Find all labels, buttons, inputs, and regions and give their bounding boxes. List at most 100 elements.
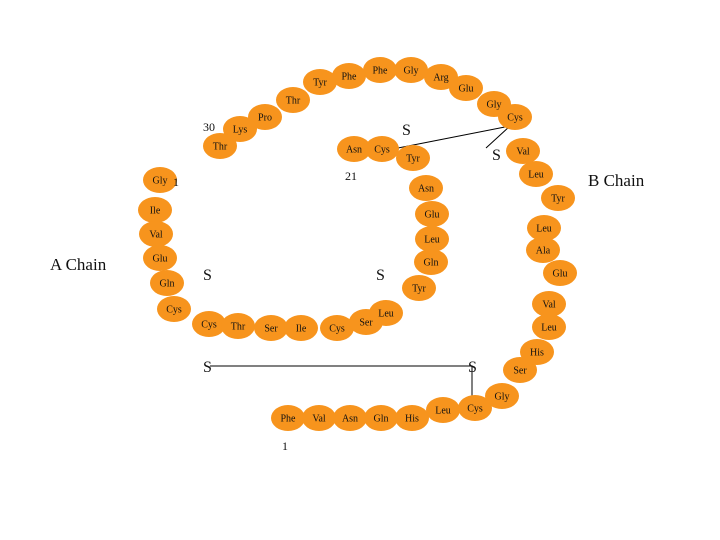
bead-shape: [284, 315, 318, 341]
b-chain-residue-14: Ala: [526, 237, 560, 263]
bead-shape: [409, 175, 443, 201]
bead-shape: [541, 185, 575, 211]
b-chain-residue-23: Gly: [394, 57, 428, 83]
residue-label: Val: [312, 414, 326, 425]
residue-label: Leu: [435, 406, 451, 417]
a-chain-residue-15: Gln: [414, 249, 448, 275]
a-chain-residue-5: Gln: [150, 270, 184, 296]
residue-label: Gln: [160, 279, 175, 290]
bead-shape: [271, 405, 305, 431]
b-chain-residue-9: Ser: [503, 357, 537, 383]
residue-label: Gly: [495, 392, 510, 403]
b-chain-residue-5: His: [395, 405, 429, 431]
bead-shape: [526, 237, 560, 263]
bead-shape: [192, 311, 226, 337]
bead-shape: [402, 275, 436, 301]
bead-shape: [532, 314, 566, 340]
residue-label: Ile: [150, 206, 161, 217]
b-chain-residue-1: Phe: [271, 405, 305, 431]
b-chain-number-1: 1: [282, 439, 288, 453]
residue-label: Leu: [528, 170, 544, 181]
sulfur-b7-link: S: [492, 147, 501, 164]
bead-shape: [320, 315, 354, 341]
bead-shape: [520, 339, 554, 365]
residue-label: Glu: [425, 210, 440, 221]
residue-label: Gln: [374, 414, 389, 425]
sulfur-b19: S: [468, 359, 477, 376]
residue-label: Cys: [507, 113, 523, 124]
sulfur-b7: S: [402, 122, 411, 139]
bead-shape: [248, 104, 282, 130]
b-chain-residue-6: Leu: [426, 397, 460, 423]
residue-number-30: 30: [203, 120, 215, 134]
bead-shape: [221, 313, 255, 339]
b-chain-residue-30: Thr: [203, 133, 237, 159]
residue-label: Glu: [153, 254, 168, 265]
bead-shape: [364, 405, 398, 431]
b-chain-residue-17: Leu: [519, 161, 553, 187]
disulfide-bonds: [210, 125, 512, 408]
residue-label: Cys: [467, 404, 483, 415]
bead-shape: [503, 357, 537, 383]
residue-label: Gly: [153, 176, 168, 187]
residue-label: Leu: [424, 235, 440, 246]
b-chain-residue-29: Lys: [223, 116, 257, 142]
bead-shape: [449, 75, 483, 101]
a-chain-number-1: 1: [173, 175, 179, 189]
a-chain-residue-13: Leu: [369, 300, 403, 326]
bead-shape: [519, 161, 553, 187]
bead-shape: [150, 270, 184, 296]
bead-shape: [527, 215, 561, 241]
bead-shape: [414, 249, 448, 275]
disulfide-bond-a7-b19: [210, 365, 473, 408]
residue-label: Ser: [513, 366, 527, 377]
b-chain-residue-26: Tyr: [303, 69, 337, 95]
residue-label: Phe: [281, 414, 297, 425]
bead-shape: [333, 405, 367, 431]
residue-label: His: [530, 348, 544, 359]
b-chain-residue-18: Val: [506, 138, 540, 164]
residue-label: Val: [516, 147, 530, 158]
bead-shape: [276, 87, 310, 113]
bead-shape: [143, 245, 177, 271]
a-chain-residue-18: Asn: [409, 175, 443, 201]
sulfur-a6: S: [203, 267, 212, 284]
residue-label: Lys: [233, 125, 248, 136]
residue-label: Gly: [487, 100, 502, 111]
residue-label: Tyr: [551, 194, 565, 205]
residue-label: Gly: [404, 66, 419, 77]
b-chain-residue-25: Phe: [332, 63, 366, 89]
bead-shape: [532, 291, 566, 317]
a-chain-residue-8: Thr: [221, 313, 255, 339]
b-chain-residue-27: Thr: [276, 87, 310, 113]
bead-shape: [223, 116, 257, 142]
diagram-labels: A Chain B Chain 30 21 1 1 S S S S S S: [50, 120, 645, 453]
bead-shape: [485, 383, 519, 409]
residue-label: Phe: [342, 72, 358, 83]
residue-label: Cys: [374, 145, 390, 156]
a-chain-residue-11: Cys: [320, 315, 354, 341]
residue-label: Asn: [418, 184, 434, 195]
residue-label: His: [405, 414, 419, 425]
b-chain-residue-10: His: [520, 339, 554, 365]
b-chain-label: B Chain: [588, 171, 645, 190]
residue-label: Gln: [424, 258, 439, 269]
residue-number-21: 21: [345, 169, 357, 183]
bead-shape: [332, 63, 366, 89]
bead-shape: [365, 136, 399, 162]
bead-shape: [395, 405, 429, 431]
residue-label: Pro: [258, 113, 272, 124]
b-chain-residue-12: Val: [532, 291, 566, 317]
bead-shape: [394, 57, 428, 83]
b-chain-residue-16: Tyr: [541, 185, 575, 211]
a-chain-residue-16: Leu: [415, 226, 449, 252]
residue-label: Cys: [201, 320, 217, 331]
a-chain-label: A Chain: [50, 255, 107, 274]
b-chain-residue-22: Arg: [424, 64, 458, 90]
residue-label: Asn: [346, 145, 362, 156]
bead-shape: [415, 226, 449, 252]
residue-label: Leu: [541, 323, 557, 334]
sulfur-a11: S: [376, 267, 385, 284]
